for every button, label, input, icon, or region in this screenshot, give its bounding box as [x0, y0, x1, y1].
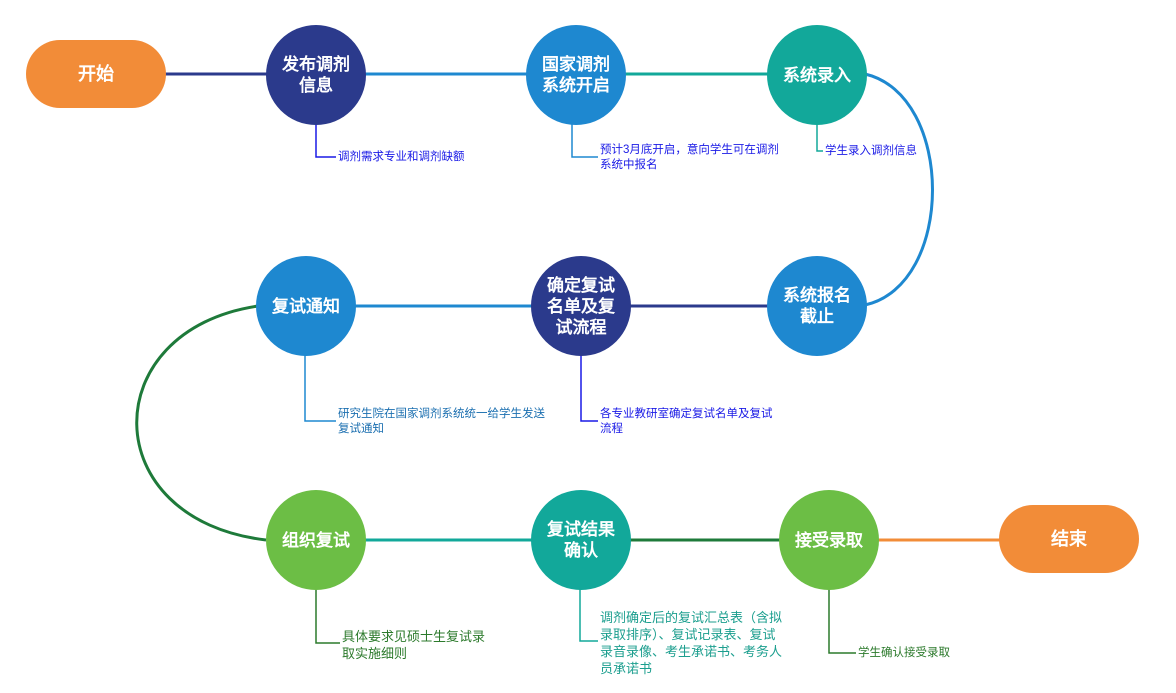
note-notice: 研究生院在国家调剂系统统一给学生发送 复试通知: [338, 408, 545, 435]
callout-notice: [304, 355, 336, 422]
note-enter: 学生录入调剂信息: [825, 145, 917, 157]
note-open: 预计3月底开启，意向学生可在调剂 系统中报名: [600, 144, 779, 171]
system-entry-label: 系统录入: [783, 65, 851, 85]
organize-retest-node: 组织复试: [266, 490, 366, 590]
callout-organize: [315, 589, 340, 644]
callout-accept: [828, 589, 856, 654]
system-entry-node: 系统录入: [767, 25, 867, 125]
system-open-node: 国家调剂 系统开启: [526, 25, 626, 125]
connector-enter-deadline: [864, 72, 934, 307]
result-confirm-node: 复试结果 确认: [531, 490, 631, 590]
end-node-label: 结束: [1051, 528, 1087, 549]
callout-confirm: [580, 355, 598, 422]
accept-admission-node: 接受录取: [779, 490, 879, 590]
end-node: 结束: [999, 505, 1139, 573]
retest-notice-node: 复试通知: [256, 256, 356, 356]
note-accept: 学生确认接受录取: [858, 647, 950, 659]
connector-notice-organize: [135, 304, 267, 542]
note-organize: 具体要求见硕士生复试录 取实施细则: [342, 629, 486, 661]
note-result: 调剂确定后的复试汇总表（含拟 录取排序）、复试记录表、复试 录音录像、考生承诺书…: [600, 610, 783, 676]
organize-retest-label: 组织复试: [282, 530, 350, 550]
system-open-label: 国家调剂 系统开启: [542, 55, 610, 95]
callout-enter: [816, 124, 823, 152]
registration-deadline-node: 系统报名 截止: [767, 256, 867, 356]
callout-open: [571, 124, 598, 158]
confirm-list-node: 确定复试 名单及复 试流程: [531, 256, 631, 356]
callout-result: [579, 589, 598, 642]
publish-info-node: 发布调剂 信息: [266, 25, 366, 125]
note-publish: 调剂需求专业和调剂缺额: [338, 151, 465, 163]
result-confirm-label: 复试结果 确认: [547, 520, 615, 560]
callout-publish: [315, 124, 336, 158]
publish-info-label: 发布调剂 信息: [282, 55, 350, 95]
accept-admission-label: 接受录取: [795, 530, 863, 550]
start-node-label: 开始: [78, 63, 114, 84]
confirm-list-label: 确定复试 名单及复 试流程: [547, 275, 615, 337]
note-confirm-list: 各专业教研室确定复试名单及复试 流程: [600, 408, 773, 435]
registration-deadline-label: 系统报名 截止: [783, 286, 851, 326]
start-node: 开始: [26, 40, 166, 108]
retest-notice-label: 复试通知: [272, 296, 340, 316]
